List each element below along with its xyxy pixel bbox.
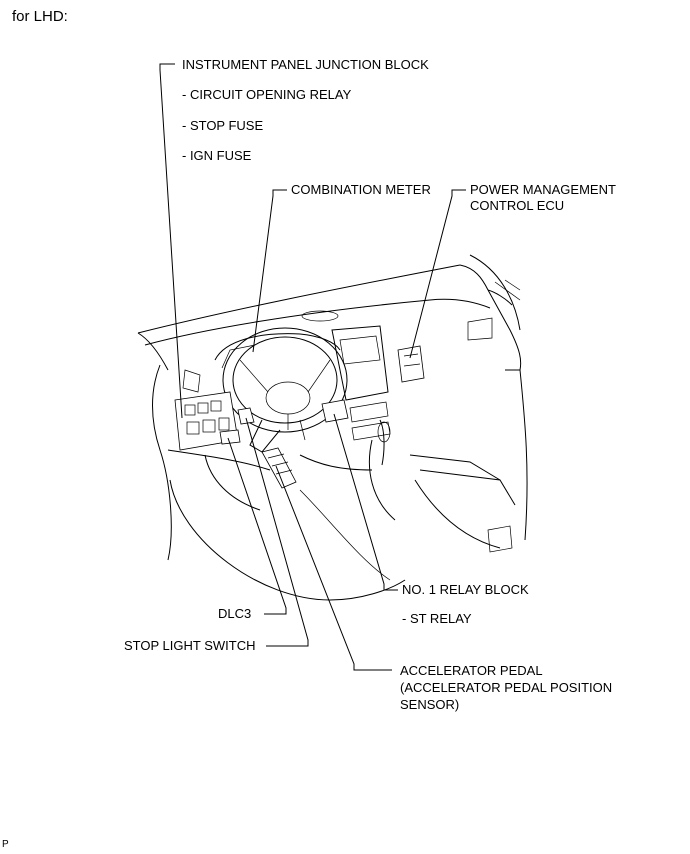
power-management-ecu-part (397, 345, 425, 383)
corner-mark: P (2, 839, 9, 850)
label-circuit-opening-relay: - CIRCUIT OPENING RELAY (182, 87, 352, 102)
label-accelerator-pedal-line3: SENSOR) (400, 697, 460, 712)
label-ign-fuse: - IGN FUSE (182, 148, 252, 163)
leader-lines (159, 63, 466, 671)
label-relay-block: NO. 1 RELAY BLOCK (402, 582, 529, 597)
label-stop-fuse: - STOP FUSE (182, 118, 264, 133)
label-accelerator-pedal-line2: (ACCELERATOR PEDAL POSITION (400, 680, 613, 695)
relay-block-part (321, 399, 349, 423)
label-dlc3: DLC3 (218, 606, 252, 621)
dlc3-part (219, 429, 241, 445)
label-ip-junction-block: INSTRUMENT PANEL JUNCTION BLOCK (182, 57, 429, 72)
label-accelerator-pedal-line1: ACCELERATOR PEDAL (400, 663, 543, 678)
accelerator-pedal-part (261, 447, 297, 489)
diagram-heading: for LHD: (12, 8, 68, 25)
label-st-relay: - ST RELAY (402, 611, 472, 626)
stop-light-switch-part (237, 407, 255, 425)
label-power-management-line1: POWER MANAGEMENT (470, 182, 616, 197)
label-power-management-line2: CONTROL ECU (470, 198, 565, 213)
label-combination-meter: COMBINATION METER (291, 182, 431, 197)
label-stop-light-switch: STOP LIGHT SWITCH (124, 638, 256, 653)
dashboard-outline (137, 254, 528, 601)
